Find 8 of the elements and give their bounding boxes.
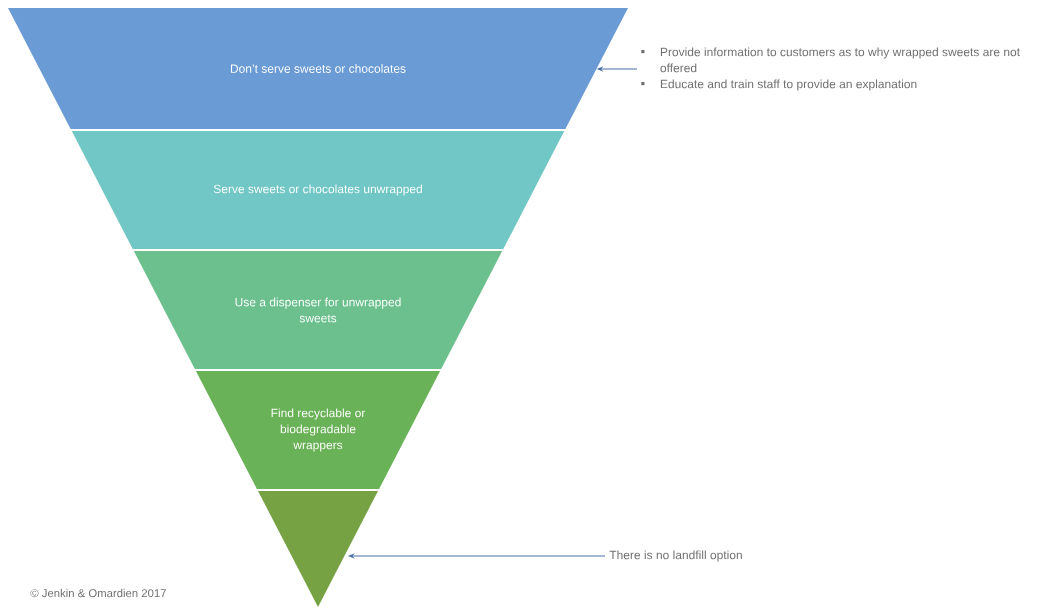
funnel-band: Serve sweets or chocolates unwrapped xyxy=(71,131,565,249)
bullet-list: Provide information to customers as to why wrapped sweets are not offered Educate and train staff to provide an explanation xyxy=(641,47,1020,91)
funnel-band: Use a dispenser for unwrapped sweets xyxy=(133,251,503,369)
funnel-band: Find recyclable or biodegradable wrappers xyxy=(195,371,441,489)
funnel-tip xyxy=(258,491,378,607)
note-text: There is no landfill option xyxy=(609,550,742,562)
funnel-band: Don’t serve sweets or chocolates xyxy=(8,8,628,129)
copyright-note: © Jenkin & Omardien 2017 xyxy=(30,588,166,598)
